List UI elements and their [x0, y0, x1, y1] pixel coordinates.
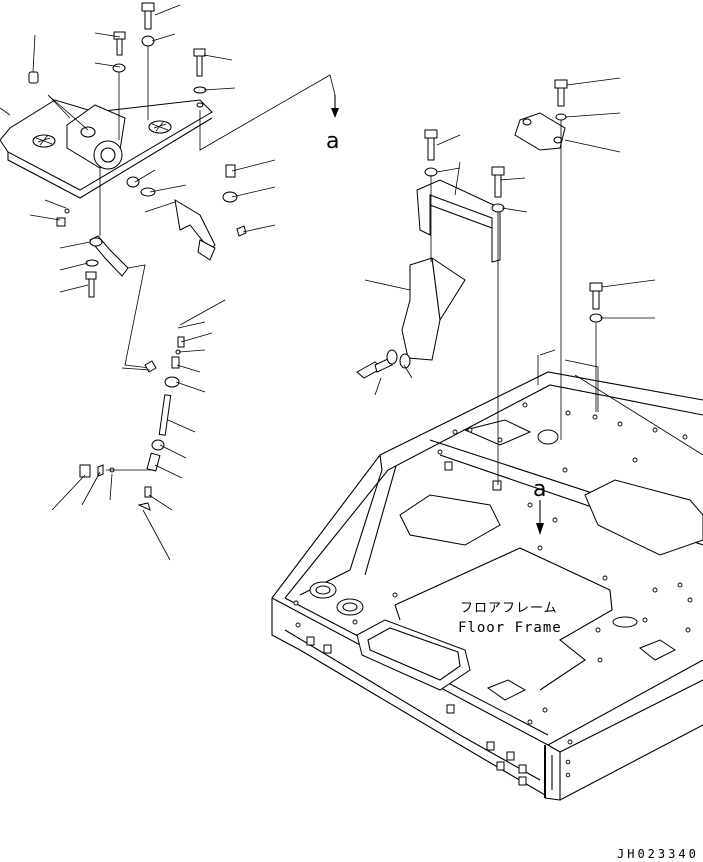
center-bracket-assembly [356, 129, 528, 485]
floor-frame-label-jp: フロアフレーム [460, 601, 558, 616]
linkage-rod-assembly [51, 264, 226, 561]
floor-frame-label: フロアフレーム Floor Frame [458, 601, 562, 636]
pedal-plate-assembly [0, 2, 336, 298]
view-marker-frame: a [533, 477, 546, 535]
leader-line [574, 374, 703, 456]
floor-frame [271, 371, 703, 801]
view-marker-top: a [326, 95, 339, 154]
view-marker-top-label: a [326, 129, 339, 154]
view-marker-frame-label: a [533, 477, 546, 502]
drawing-code: JH023340 [617, 847, 699, 861]
floor-frame-label-en: Floor Frame [458, 620, 562, 636]
cover-plate-assembly [514, 77, 656, 440]
